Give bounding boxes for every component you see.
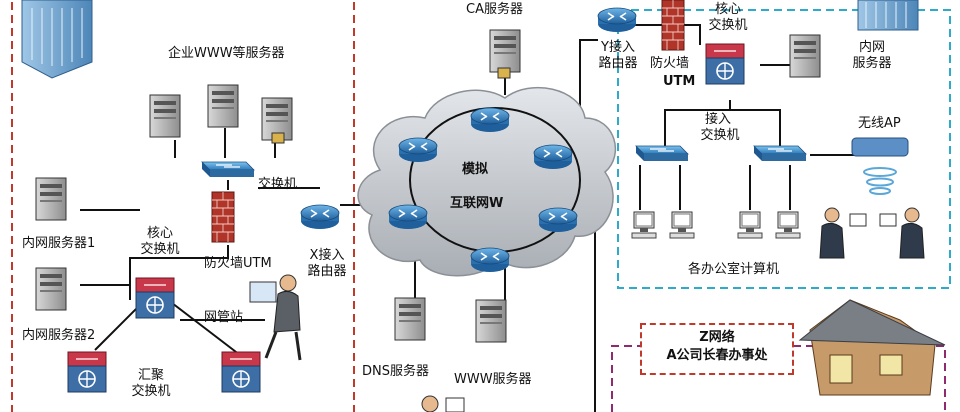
office-pc-icon xyxy=(631,211,657,239)
cloud-router-upper-left xyxy=(398,137,438,163)
cloud-router-lower-left xyxy=(388,204,428,230)
branch-label-box xyxy=(640,323,794,375)
management-station-label: 网管站 xyxy=(204,310,244,325)
x-access-router-icon xyxy=(300,204,340,230)
y-firewall-utm-label: UTM xyxy=(663,74,696,89)
aggregation-switch-label-line1: 汇聚 xyxy=(137,368,164,383)
intranet-server-2-icon xyxy=(35,267,67,311)
hq-switch-label: 交换机 xyxy=(258,177,298,192)
y-network-region xyxy=(617,9,951,289)
dns-server-label: DNS服务器 xyxy=(362,364,429,379)
branch-office-house-icon xyxy=(798,299,946,396)
ca-server-icon xyxy=(489,29,521,73)
y-intranet-server-icon xyxy=(789,34,821,78)
hq-firewall-label: 防火墙UTM xyxy=(204,256,272,271)
wireless-ap-icon xyxy=(851,137,909,157)
office-pc-icon xyxy=(737,211,763,239)
ca-server-label: CA服务器 xyxy=(466,2,523,17)
padlock-icon xyxy=(497,67,511,79)
y-core-switch-icon xyxy=(705,43,745,85)
y-firewall-label: 防火墙 xyxy=(650,56,690,71)
internet-w-label: 互联网W xyxy=(450,196,504,211)
aggregation-switch-right-icon xyxy=(221,351,261,393)
y-core-switch-label-line2: 交换机 xyxy=(708,18,748,33)
cloud-router-top xyxy=(470,107,510,133)
cloud-router-upper-right xyxy=(533,144,573,170)
intranet-server-1-label: 内网服务器1 xyxy=(22,236,96,251)
enterprise-server-1-icon xyxy=(149,94,181,138)
y-intranet-server-label-line1: 内网 xyxy=(858,40,885,55)
x-access-router-label-line1: X接入 xyxy=(309,248,345,263)
hq-core-switch-label-line2: 交换机 xyxy=(140,242,180,257)
hq-building-icon xyxy=(21,0,93,79)
access-switch-right-icon xyxy=(753,145,807,162)
www-server-label: WWW服务器 xyxy=(454,372,532,387)
hq-core-switch-icon xyxy=(135,277,175,319)
y-core-switch-label-line1: 核心 xyxy=(714,2,741,17)
office-pc-icon xyxy=(669,211,695,239)
aggregation-switch-left-icon xyxy=(67,351,107,393)
cloud-router-bottom xyxy=(470,247,510,273)
remote-user-person-icon xyxy=(421,395,465,412)
network-admin-person-icon xyxy=(249,274,302,361)
www-server-icon xyxy=(475,299,507,343)
y-access-router-icon xyxy=(597,7,637,33)
simulated-label: 模拟 xyxy=(462,162,489,177)
cloud-router-lower-right xyxy=(538,207,578,233)
hq-core-switch-label-line1: 核心 xyxy=(146,226,173,241)
y-intranet-server-label-line2: 服务器 xyxy=(852,56,892,71)
aggregation-switch-label-line2: 交换机 xyxy=(131,384,171,399)
enterprise-server-2-icon xyxy=(207,84,239,128)
access-switch-label-line1: 接入 xyxy=(704,112,731,127)
office-pc-icon xyxy=(775,211,801,239)
y-firewall-icon xyxy=(661,0,685,51)
intranet-server-1-icon xyxy=(35,177,67,221)
wifi-signal-icon xyxy=(863,167,897,195)
y-access-router-label-line2: 路由器 xyxy=(598,56,638,71)
hq-firewall-icon xyxy=(211,191,235,243)
access-switch-left-icon xyxy=(635,145,689,162)
y-access-router-label-line1: Y接入 xyxy=(601,40,635,55)
office-worker-person-icon xyxy=(819,207,867,259)
x-access-router-label-line2: 路由器 xyxy=(307,264,347,279)
z-network-label: Z网络 xyxy=(699,330,735,345)
access-switch-label-line2: 交换机 xyxy=(700,128,740,143)
wireless-ap-label: 无线AP xyxy=(858,116,901,131)
hq-switch-icon xyxy=(201,161,255,178)
y-building-icon xyxy=(857,0,919,31)
office-worker-person-icon xyxy=(879,207,925,259)
padlock-icon xyxy=(271,132,285,144)
branch-region xyxy=(611,345,946,412)
branch-office-label: A公司长春办事处 xyxy=(666,348,768,363)
intranet-server-2-label: 内网服务器2 xyxy=(22,328,96,343)
dns-server-icon xyxy=(394,297,426,341)
enterprise-servers-label: 企业WWW等服务器 xyxy=(168,46,285,61)
office-computers-label: 各办公室计算机 xyxy=(688,262,780,277)
